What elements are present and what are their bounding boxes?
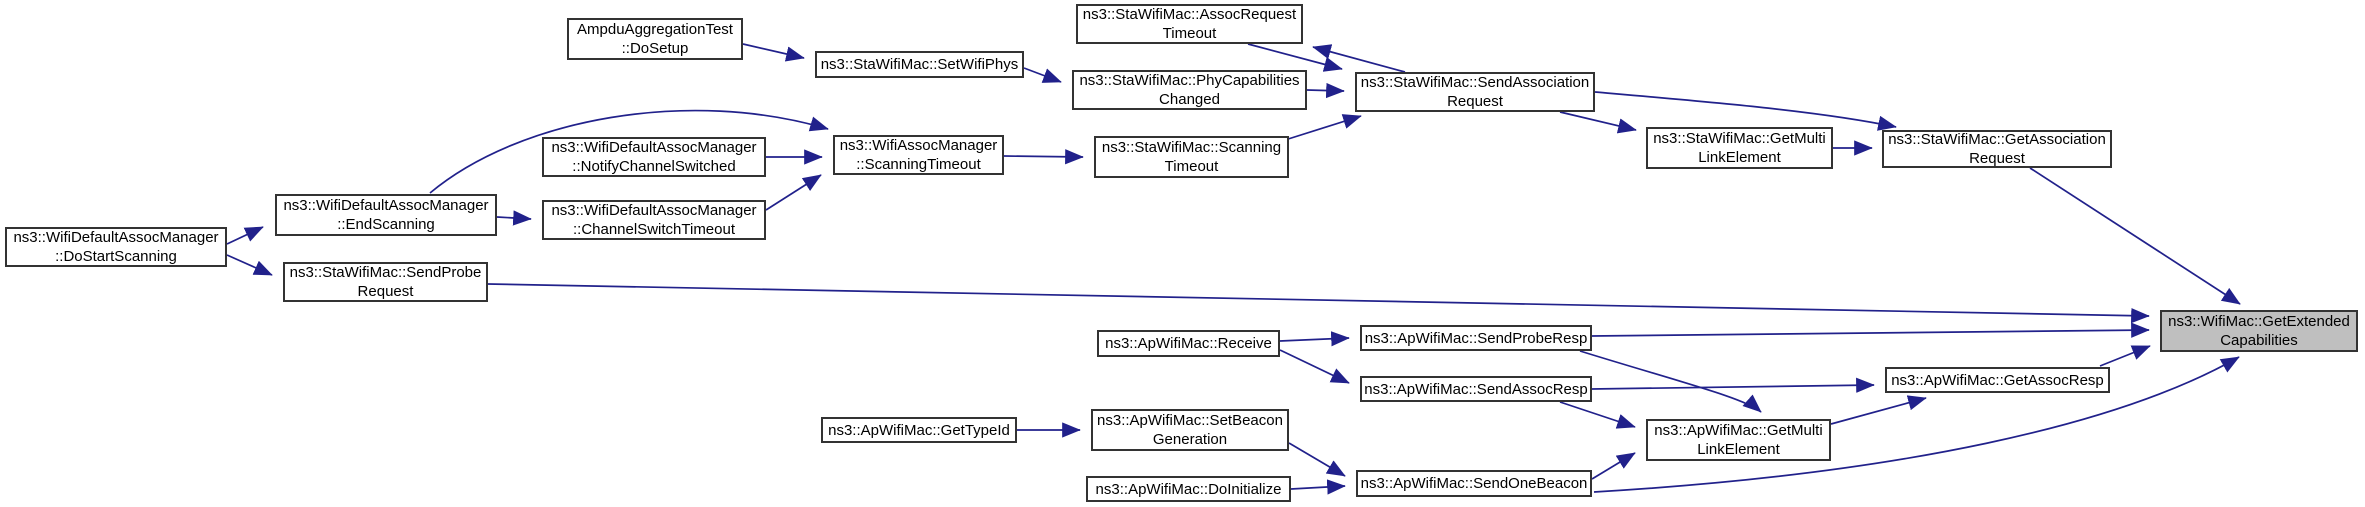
edge-stasendassociationrequest-stagetmultilinkelement bbox=[1559, 111, 1637, 134]
edge-dostartscanning-sendproberequest bbox=[226, 254, 273, 276]
node-ap-wifi-mac-receive[interactable]: ns3::ApWifiMac::Receive bbox=[1097, 330, 1280, 357]
edge-staphycapabilitieschanged-stasendassociationrequest bbox=[1306, 82, 1345, 99]
edge-apsendassocresp-apgetmultilinkelement bbox=[1559, 401, 1636, 429]
edge-endscanning-channelswitchtimeout bbox=[496, 210, 532, 226]
node-wifi-default-assoc-manager-do-start-scanning[interactable]: ns3::WifiDefaultAssocManager ::DoStartSc… bbox=[5, 227, 227, 267]
node-sta-wifi-mac-send-association-request[interactable]: ns3::StaWifiMac::SendAssociation Request bbox=[1355, 72, 1595, 112]
node-ampdu-aggregation-test-do-setup[interactable]: AmpduAggregationTest ::DoSetup bbox=[567, 18, 743, 60]
node-wifi-assoc-manager-scanning-timeout[interactable]: ns3::WifiAssocManager ::ScanningTimeout bbox=[833, 135, 1004, 175]
node-sta-wifi-mac-set-wifi-phys[interactable]: ns3::StaWifiMac::SetWifiPhys bbox=[815, 51, 1024, 78]
node-sta-wifi-mac-get-multi-link-element[interactable]: ns3::StaWifiMac::GetMulti LinkElement bbox=[1646, 127, 1833, 169]
node-ap-wifi-mac-get-type-id[interactable]: ns3::ApWifiMac::GetTypeId bbox=[821, 417, 1017, 443]
node-wifi-default-assoc-manager-notify-channel-switched[interactable]: ns3::WifiDefaultAssocManager ::NotifyCha… bbox=[542, 137, 766, 177]
edge-sendproberequest-getextendedcapabilities bbox=[487, 283, 2150, 324]
edge-apsendonebeacon-getextendedcapabilities bbox=[1593, 356, 2240, 493]
node-sta-wifi-mac-phy-capabilities-changed[interactable]: ns3::StaWifiMac::PhyCapabilities Changed bbox=[1072, 70, 1307, 110]
node-sta-wifi-mac-scanning-timeout[interactable]: ns3::StaWifiMac::Scanning Timeout bbox=[1094, 136, 1289, 178]
edge-stasendassociationrequest-stagetassociationrequest bbox=[1594, 91, 1897, 131]
edge-stagetassociationrequest-getextendedcapabilities bbox=[2029, 167, 2241, 305]
edge-dosetup-setwifiphys bbox=[742, 43, 805, 62]
edge-apreceive-apsendassocresp bbox=[1279, 349, 1350, 384]
node-ap-wifi-mac-get-assoc-resp[interactable]: ns3::ApWifiMac::GetAssocResp bbox=[1885, 367, 2110, 393]
edge-setwifiphys-staphycapabilitieschanged bbox=[1023, 67, 1062, 83]
edge-apreceive-apsendproberesp bbox=[1279, 331, 1350, 347]
edge-dostartscanning-endscanning bbox=[226, 226, 264, 245]
edge-apsendassocresp-apgetassocresp bbox=[1591, 377, 1875, 393]
node-wifi-mac-get-extended-capabilities: ns3::WifiMac::GetExtended Capabilities bbox=[2160, 310, 2358, 352]
node-wifi-default-assoc-manager-end-scanning[interactable]: ns3::WifiDefaultAssocManager ::EndScanni… bbox=[275, 194, 497, 236]
edge-apgetassocresp-getextendedcapabilities bbox=[2099, 345, 2151, 367]
edge-apdoinitialize-apsendonebeacon bbox=[1290, 479, 1346, 495]
edge-stascanningtimeout-stasendassociationrequest bbox=[1284, 114, 1362, 141]
node-ap-wifi-mac-set-beacon-generation[interactable]: ns3::ApWifiMac::SetBeacon Generation bbox=[1091, 409, 1289, 451]
edge-apsetbeacongeneration-apsendonebeacon bbox=[1288, 442, 1346, 477]
node-ap-wifi-mac-do-initialize[interactable]: ns3::ApWifiMac::DoInitialize bbox=[1086, 476, 1291, 502]
edge-apsendproberesp-apgetmultilinkelement bbox=[1579, 350, 1762, 413]
edge-apsendonebeacon-apgetmultilinkelement bbox=[1591, 452, 1636, 480]
node-ap-wifi-mac-send-one-beacon[interactable]: ns3::ApWifiMac::SendOneBeacon bbox=[1356, 470, 1592, 497]
edge-stasendassociationrequest-staassocrequesttimeout bbox=[1312, 44, 1406, 73]
node-sta-wifi-mac-get-association-request[interactable]: ns3::StaWifiMac::GetAssociation Request bbox=[1882, 130, 2112, 168]
node-wifi-default-assoc-manager-channel-switch-timeout[interactable]: ns3::WifiDefaultAssocManager ::ChannelSw… bbox=[542, 200, 766, 240]
edge-channelswitchtimeout-wamscanningtimeout bbox=[765, 174, 822, 211]
edge-wamscanningtimeout-stascanningtimeout bbox=[1003, 149, 1084, 165]
node-sta-wifi-mac-assoc-request-timeout[interactable]: ns3::StaWifiMac::AssocRequest Timeout bbox=[1076, 4, 1303, 44]
node-ap-wifi-mac-get-multi-link-element[interactable]: ns3::ApWifiMac::GetMulti LinkElement bbox=[1646, 419, 1831, 461]
edge-apsendproberesp-getextendedcapabilities bbox=[1591, 322, 2150, 338]
node-sta-wifi-mac-send-probe-request[interactable]: ns3::StaWifiMac::SendProbe Request bbox=[283, 262, 488, 302]
node-ap-wifi-mac-send-probe-resp[interactable]: ns3::ApWifiMac::SendProbeResp bbox=[1360, 325, 1592, 351]
node-ap-wifi-mac-send-assoc-resp[interactable]: ns3::ApWifiMac::SendAssocResp bbox=[1360, 376, 1592, 402]
edge-staassocrequesttimeout-stasendassociationrequest bbox=[1247, 43, 1343, 72]
edge-endscanning-wamscanningtimeout bbox=[429, 109, 829, 194]
edge-apgetmultilinkelement-apgetassocresp bbox=[1830, 395, 1927, 425]
